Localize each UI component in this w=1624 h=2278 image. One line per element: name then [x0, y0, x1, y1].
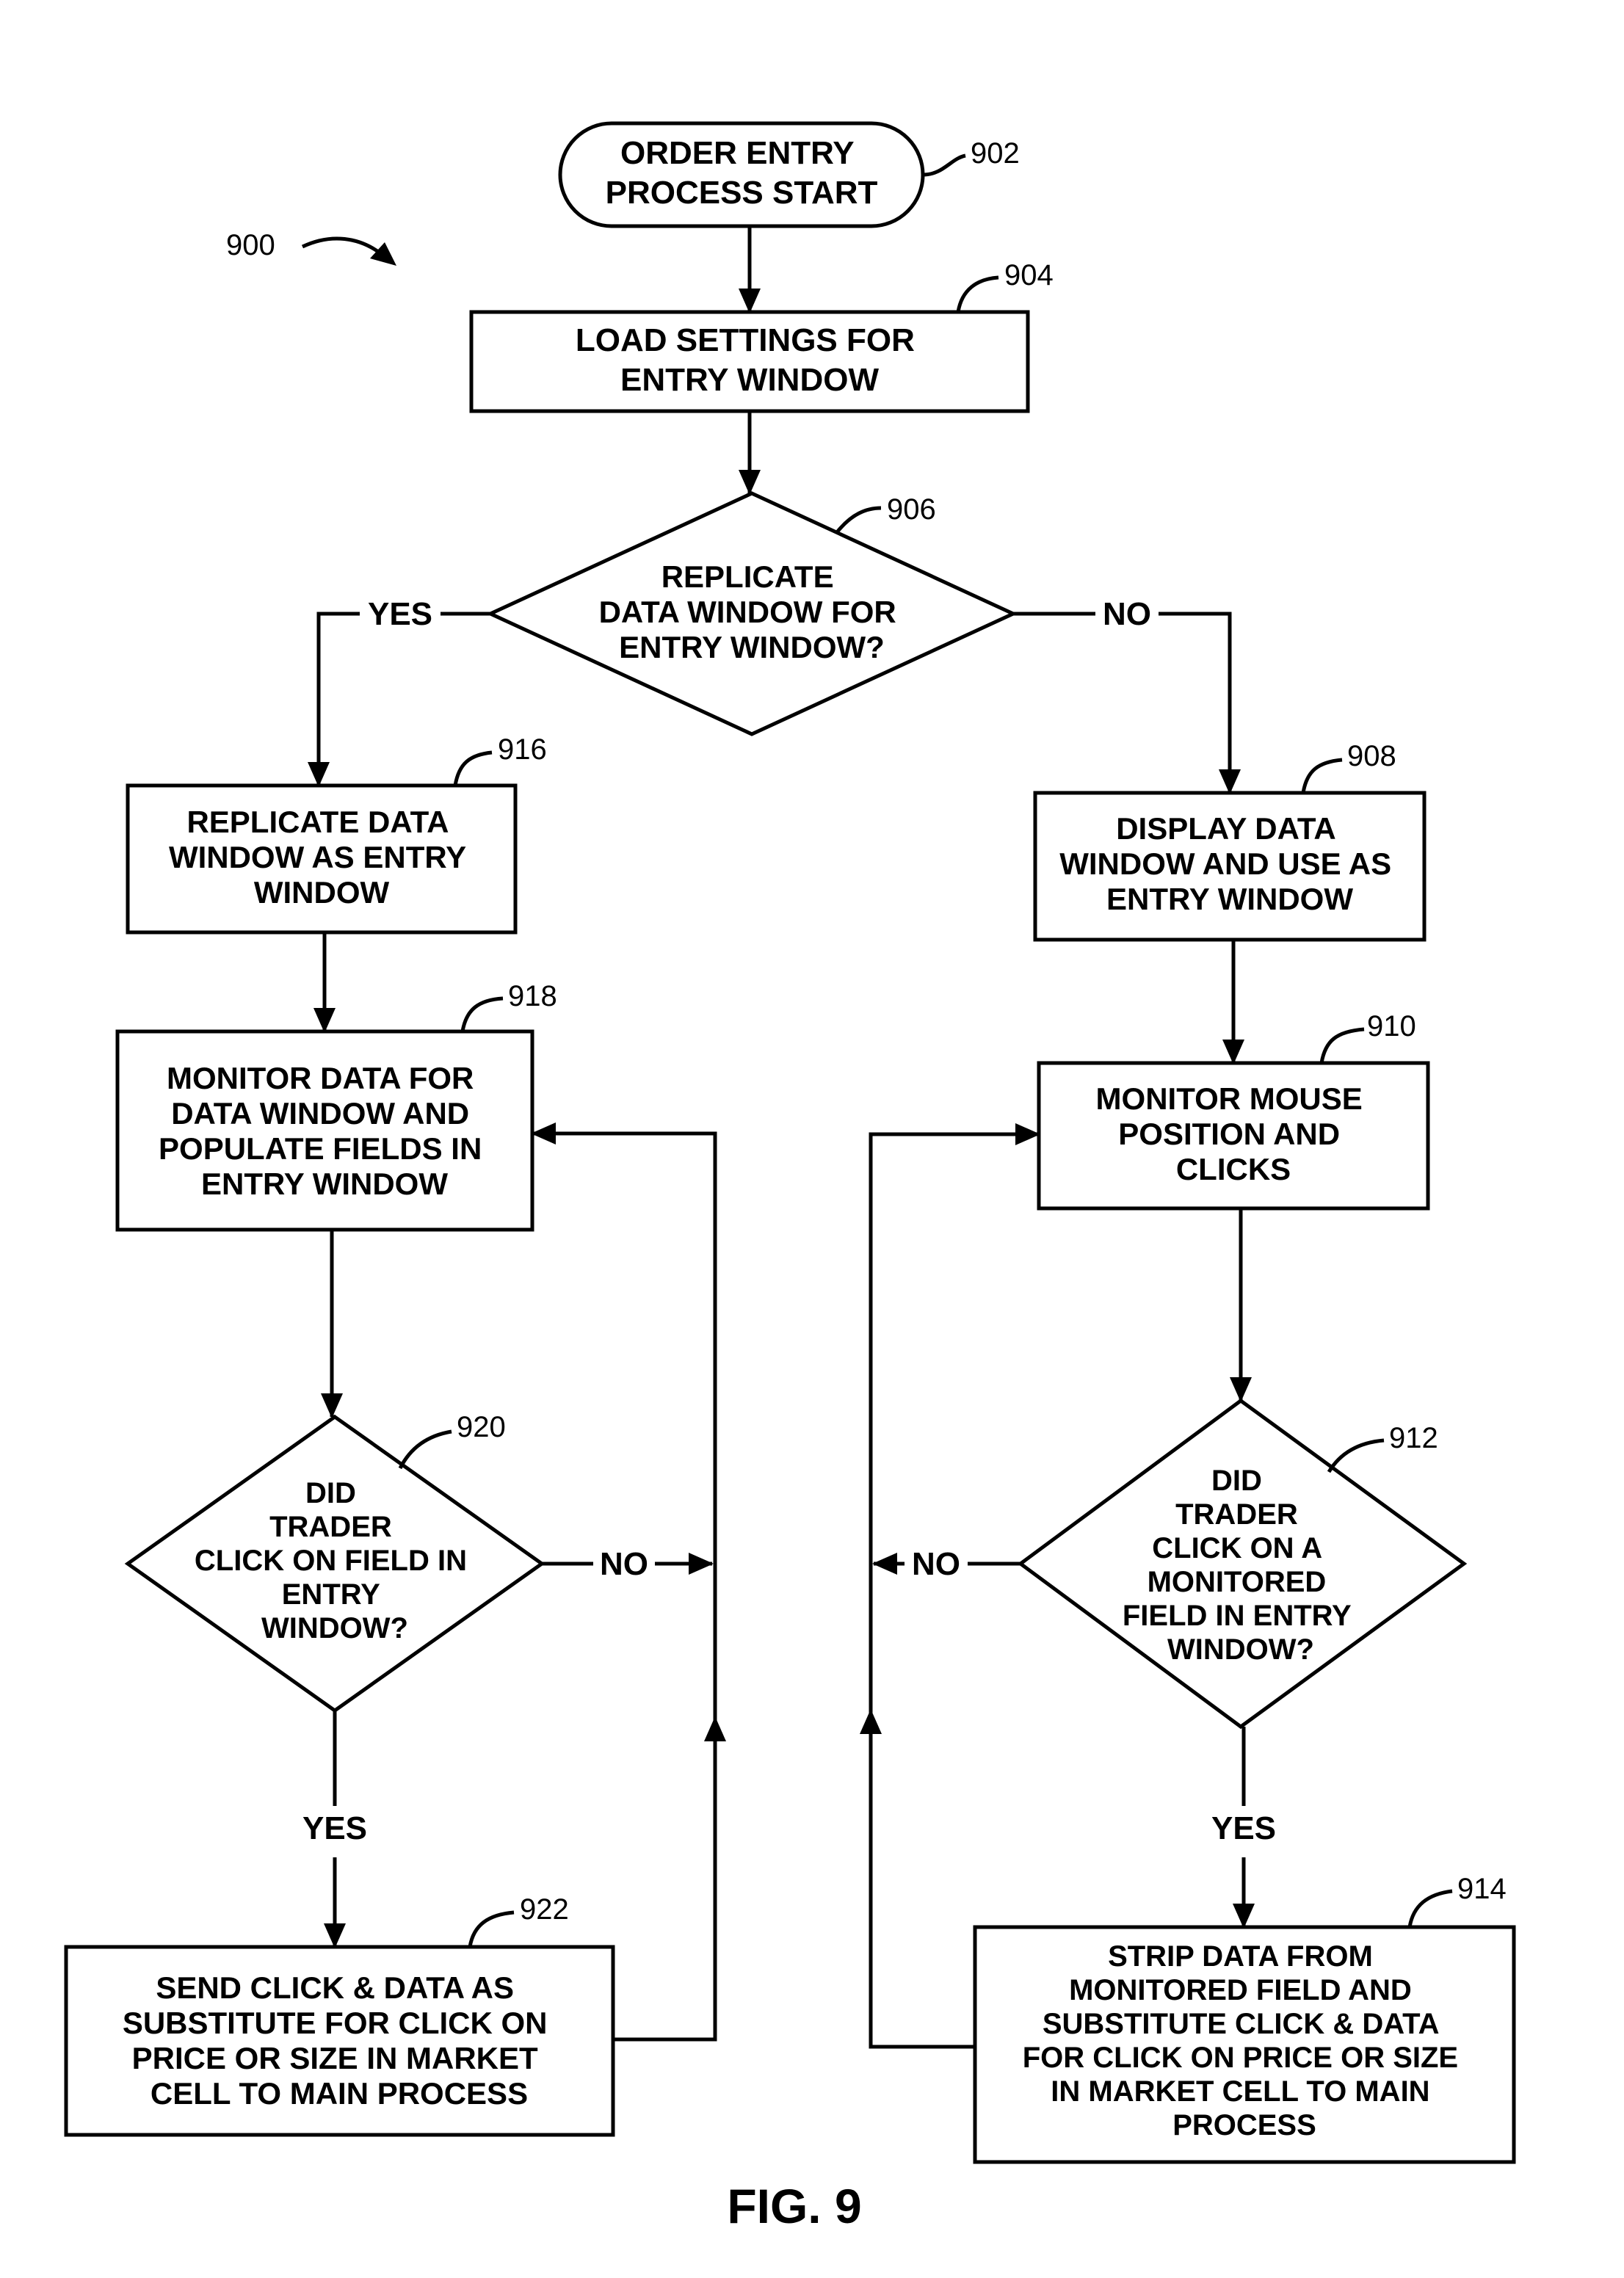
node-start: ORDER ENTRY PROCESS START: [560, 123, 923, 226]
svg-text:918: 918: [508, 980, 557, 1012]
svg-text:912: 912: [1389, 1422, 1438, 1454]
ref-922: 922: [470, 1893, 569, 1947]
ref-918: 918: [463, 980, 557, 1031]
node-strip-data: STRIP DATA FROM MONITORED FIELD AND SUBS…: [975, 1927, 1514, 2162]
ref-916: 916: [455, 733, 547, 786]
node-replicate-decision: REPLICATE DATA WINDOW FOR ENTRY WINDOW?: [490, 493, 1013, 734]
ref-908-leader: [1303, 760, 1342, 793]
ref-910-leader: [1322, 1029, 1364, 1063]
node-monitor-data: MONITOR DATA FOR DATA WINDOW AND POPULAT…: [117, 1031, 532, 1230]
label-yes-906: YES: [368, 596, 432, 632]
label-no-920: NO: [600, 1546, 648, 1582]
edge-914-loop-a: [871, 1733, 975, 2047]
node-replicate-window: REPLICATE DATA WINDOW AS ENTRY WINDOW: [128, 786, 515, 932]
ref-904: 904: [958, 259, 1054, 312]
edge-loop-to-918: [532, 1133, 715, 1711]
ref-906-leader: [837, 508, 881, 532]
svg-text:920: 920: [457, 1411, 506, 1443]
node-load-settings: LOAD SETTINGS FOR ENTRY WINDOW: [471, 312, 1028, 411]
ref-918-leader: [463, 998, 503, 1031]
ref-912-leader: [1329, 1440, 1384, 1472]
send-click-label: SEND CLICK & DATA AS SUBSTITUTE FOR CLIC…: [123, 1970, 556, 2111]
svg-text:902: 902: [971, 137, 1020, 170]
svg-text:908: 908: [1347, 740, 1396, 772]
svg-text:914: 914: [1457, 1873, 1507, 1905]
ref-902-leader: [923, 156, 965, 175]
node-monitor-mouse: MONITOR MOUSE POSITION AND CLICKS: [1039, 1063, 1428, 1208]
figure-number-arrow: [302, 239, 383, 255]
ref-920: 920: [400, 1411, 506, 1468]
svg-text:916: 916: [498, 733, 547, 766]
monitor-data-label: MONITOR DATA FOR DATA WINDOW AND POPULAT…: [159, 1061, 490, 1201]
edge-906-yes-b: [319, 614, 360, 786]
ref-914-leader: [1410, 1891, 1452, 1927]
ref-902: 902: [923, 137, 1020, 175]
ref-920-leader: [400, 1432, 452, 1468]
edge-906-no-b: [1159, 614, 1230, 793]
ref-904-leader: [958, 278, 998, 312]
svg-text:904: 904: [1004, 259, 1054, 291]
label-yes-912: YES: [1211, 1810, 1276, 1846]
edge-922-loop-a: [613, 1711, 715, 2039]
label-yes-920: YES: [302, 1810, 367, 1846]
ref-914: 914: [1410, 1873, 1507, 1927]
node-click-field-decision: DID TRADER CLICK ON FIELD IN ENTRY WINDO…: [128, 1417, 542, 1711]
svg-text:910: 910: [1367, 1010, 1416, 1042]
ref-916-leader: [455, 752, 492, 786]
ref-908: 908: [1303, 740, 1396, 793]
label-no-906: NO: [1103, 596, 1151, 632]
node-send-click: SEND CLICK & DATA AS SUBSTITUTE FOR CLIC…: [66, 1947, 613, 2135]
figure-caption: FIG. 9: [727, 2179, 861, 2233]
svg-text:906: 906: [887, 493, 936, 526]
ref-910: 910: [1322, 1010, 1416, 1063]
svg-text:922: 922: [520, 1893, 569, 1926]
ref-912: 912: [1329, 1422, 1438, 1472]
figure-number-arrowhead: [370, 242, 396, 266]
ref-922-leader: [470, 1912, 514, 1947]
label-no-912: NO: [912, 1546, 960, 1582]
ref-906: 906: [837, 493, 936, 532]
figure-number: 900: [226, 229, 275, 261]
edge-loop-to-910: [871, 1134, 1039, 1711]
node-display-data: DISPLAY DATA WINDOW AND USE AS ENTRY WIN…: [1035, 793, 1424, 940]
